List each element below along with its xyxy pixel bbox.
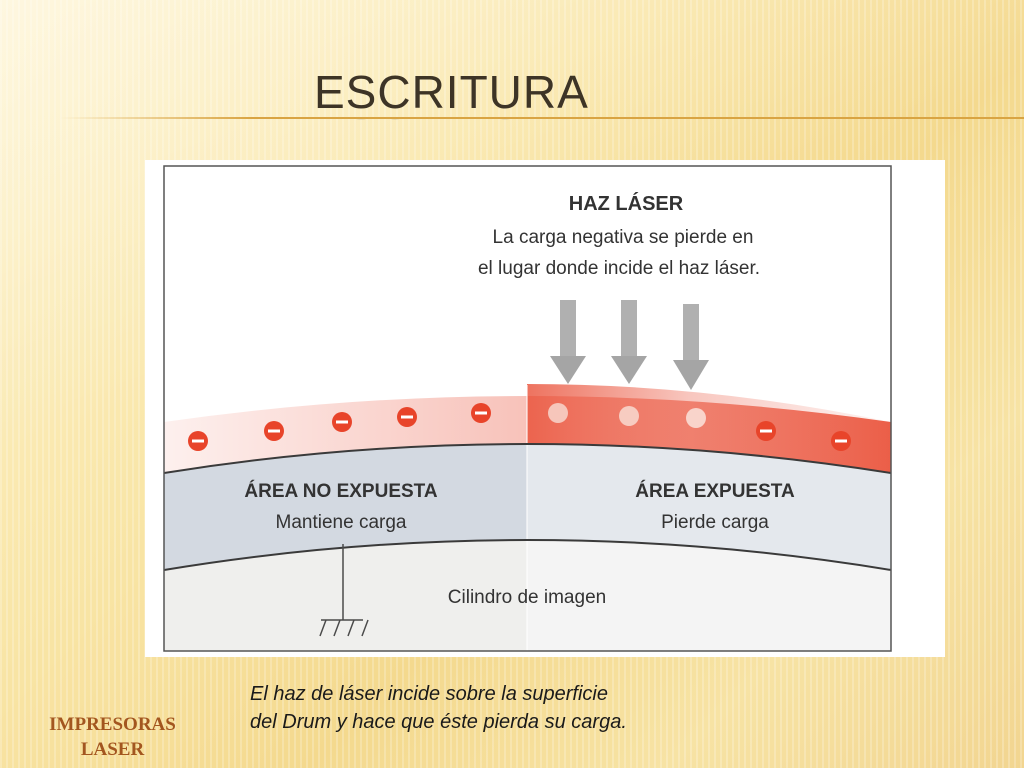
laser-arrow — [673, 304, 709, 390]
ground-symbol-icon — [319, 544, 369, 637]
slide-caption: El haz de láser incide sobre la superfic… — [250, 680, 770, 736]
negative-charge-icon — [188, 431, 208, 451]
discharged-spot — [686, 408, 706, 428]
negative-charge-icon — [831, 431, 851, 451]
laser-arrow — [611, 300, 647, 384]
negative-charges-exposed-edge — [756, 421, 851, 451]
cylinder-lit-side — [527, 540, 891, 651]
footer-brand: IMPRESORAS LASER — [30, 712, 195, 762]
footer-line-2: LASER — [80, 739, 145, 760]
caption-line-2: del Drum y hace que éste pierda su carga… — [250, 711, 627, 733]
laser-arrows — [550, 300, 709, 390]
negative-charge-icon — [756, 421, 776, 441]
drum-diagram-svg: HAZ LÁSER La carga negativa se pierde en… — [163, 165, 892, 652]
caption-line-1: El haz de láser incide sobre la superfic… — [250, 683, 608, 705]
title-underline — [60, 117, 1024, 119]
negative-charge-icon — [397, 407, 417, 427]
negative-charges-unexposed — [188, 403, 491, 451]
negative-charge-icon — [264, 421, 284, 441]
right-area-title: ÁREA EXPUESTA — [635, 480, 795, 502]
right-area-desc: Pierde carga — [661, 512, 769, 533]
photoconductive-layer-exposed — [527, 444, 891, 570]
diagram-frame — [163, 165, 892, 652]
footer-line-1: IMPRESORAS — [49, 714, 176, 735]
negative-charge-icon — [332, 412, 352, 432]
laser-arrow — [550, 300, 586, 384]
slide-title: ESCRITURA — [314, 66, 589, 118]
cylinder-label: Cilindro de imagen — [448, 587, 606, 608]
laser-title: HAZ LÁSER — [569, 192, 684, 215]
drum-diagram: HAZ LÁSER La carga negativa se pierde en… — [145, 160, 945, 657]
laser-desc-line-1: La carga negativa se pierde en — [493, 227, 754, 248]
laser-desc-line-2: el lugar donde incide el haz láser. — [478, 258, 760, 279]
band-bottom-edge — [164, 539, 891, 571]
discharged-spots — [548, 403, 706, 428]
left-area-desc: Mantiene carga — [276, 512, 407, 533]
charge-layer-exposed — [527, 384, 891, 473]
band-top-edge — [164, 443, 891, 474]
negative-charge-icon — [471, 403, 491, 423]
discharged-spot — [619, 406, 639, 426]
discharged-spot — [548, 403, 568, 423]
left-area-title: ÁREA NO EXPUESTA — [244, 480, 437, 502]
